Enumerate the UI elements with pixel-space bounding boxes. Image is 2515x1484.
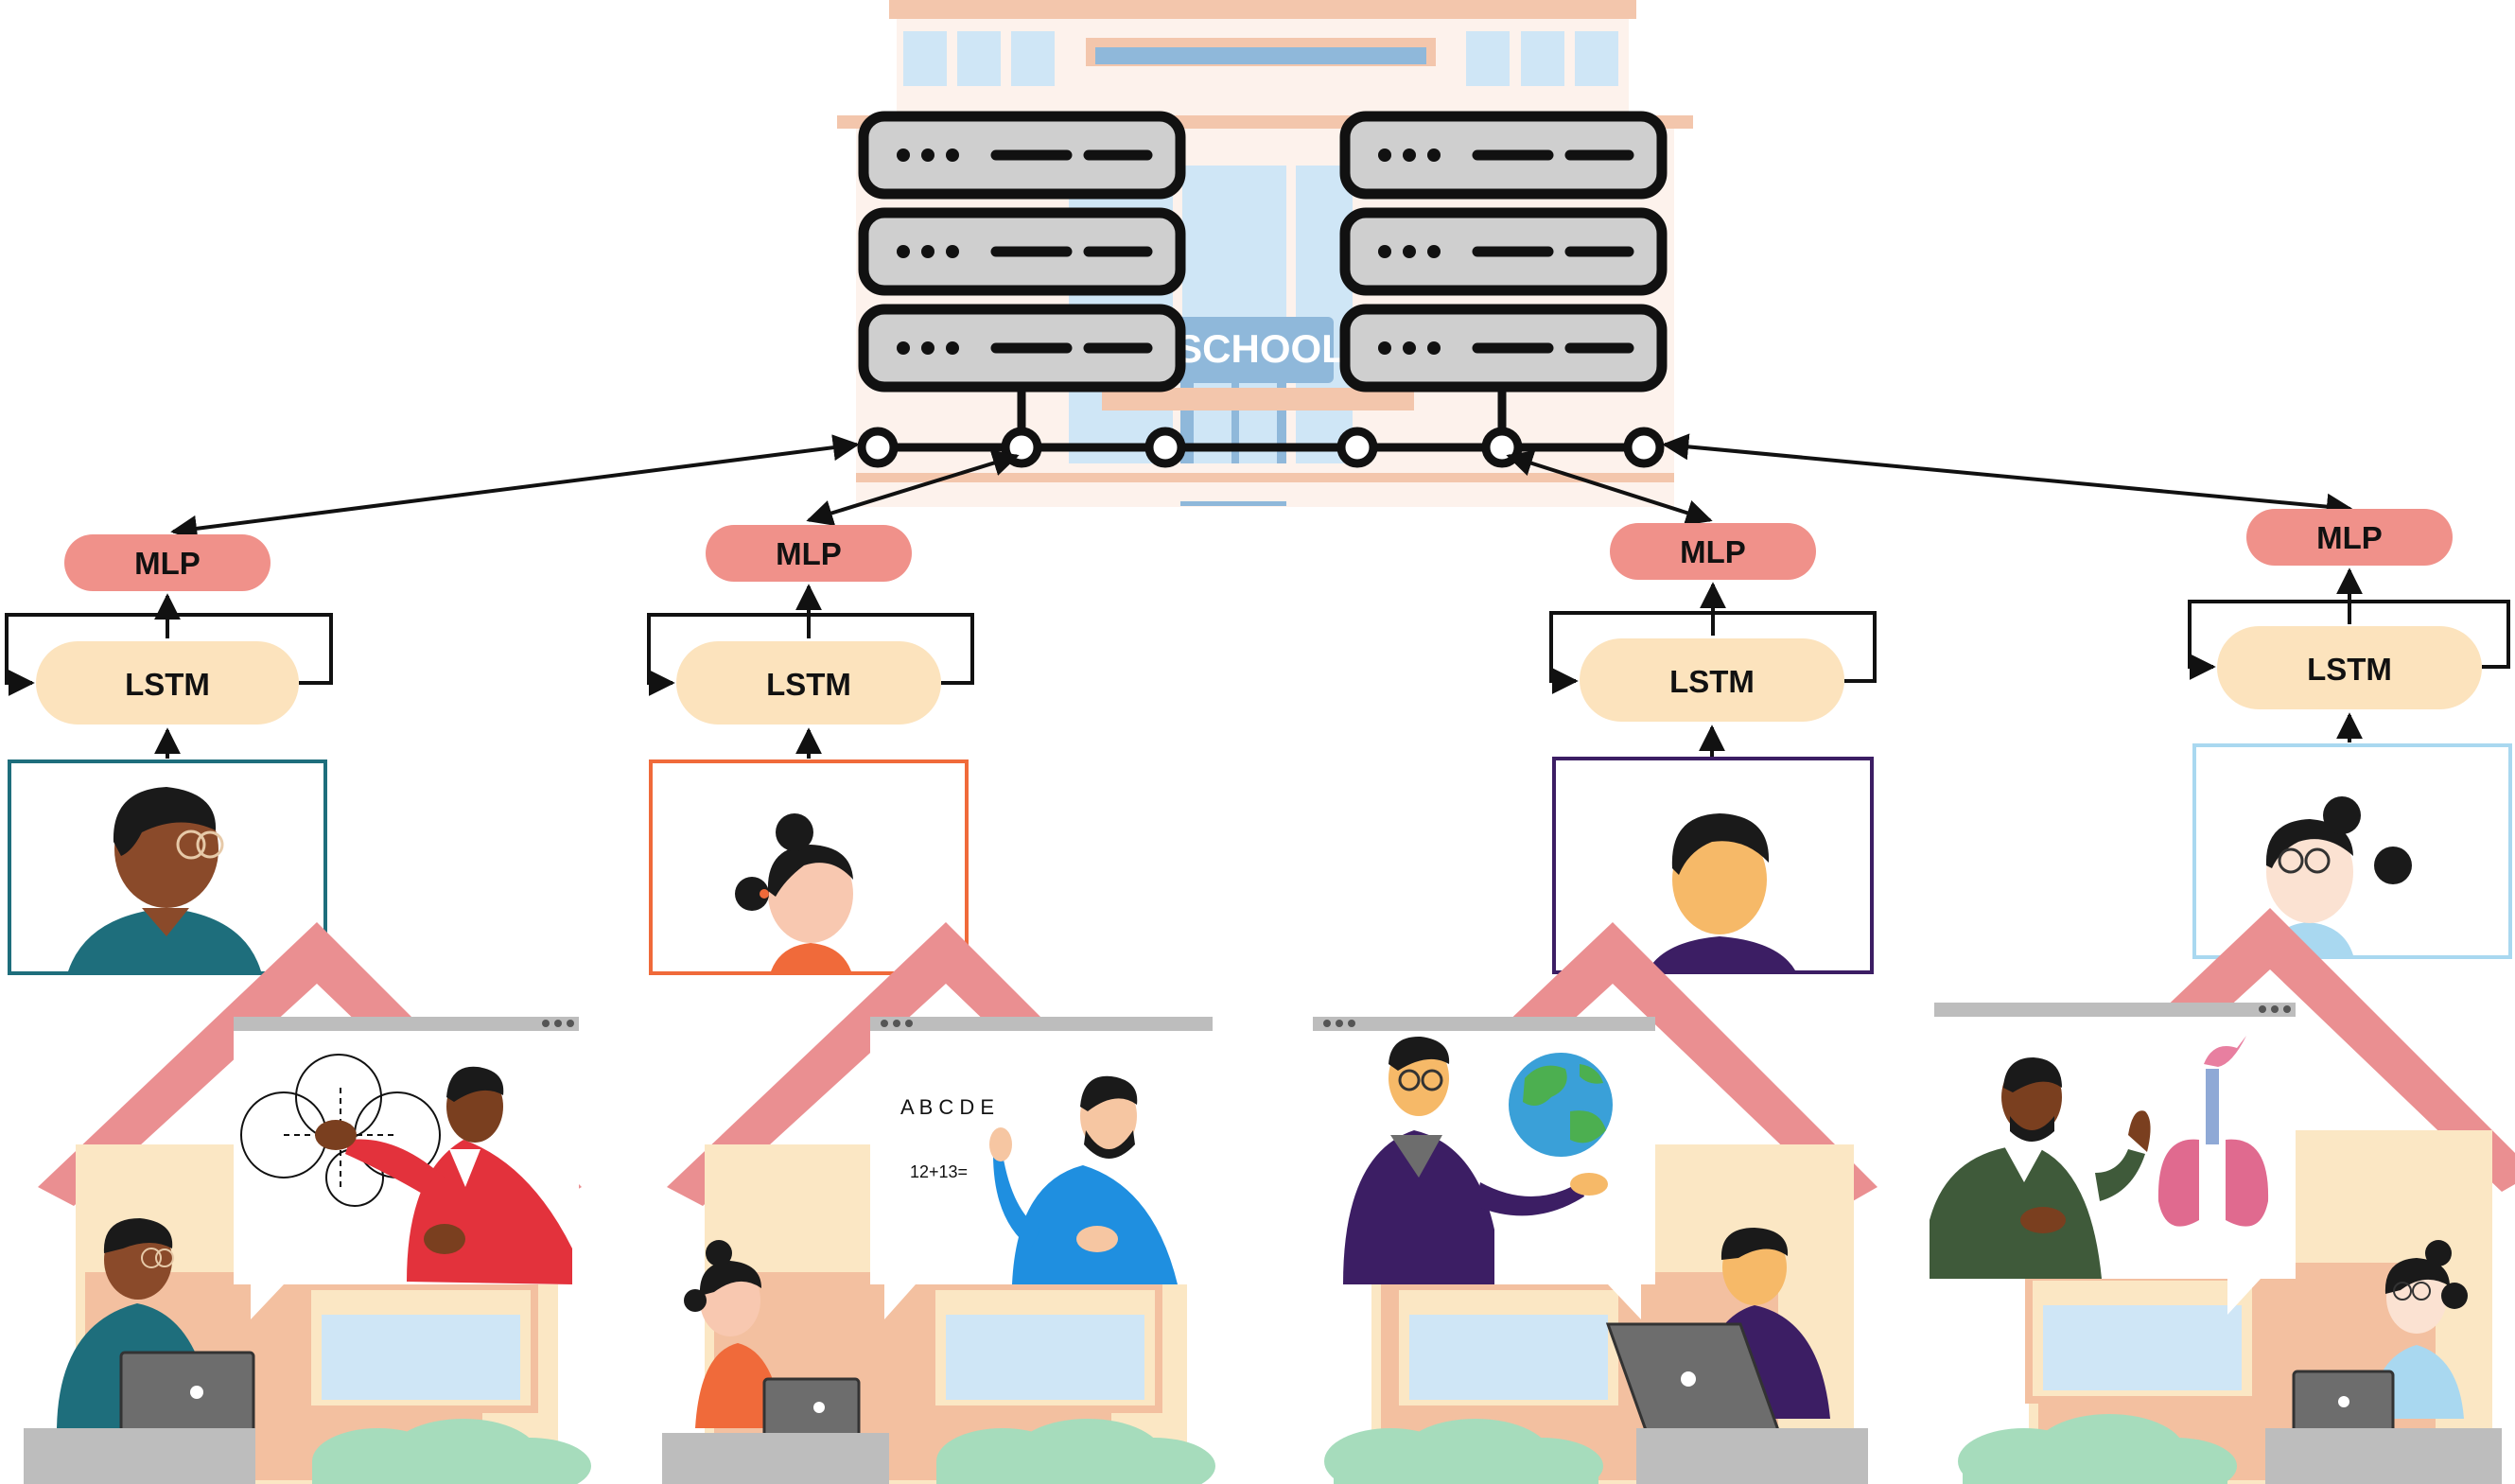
student-icon [684, 1240, 783, 1428]
teacher-icon [1343, 1036, 1608, 1284]
lstm-recurrent-loop [5, 613, 333, 696]
client-4: MLP LSTM [2188, 509, 2512, 959]
laptop-icon [762, 1377, 861, 1440]
client-2: MLP LSTM [647, 525, 974, 975]
laptop-icon [119, 1351, 255, 1437]
lstm-node [2217, 626, 2482, 709]
teacher-icon [1930, 1057, 2151, 1279]
mlp-node [706, 525, 912, 582]
network-node [857, 427, 899, 468]
person-avatar-icon [735, 813, 853, 971]
arrow-server-client-4 [1662, 433, 2353, 520]
person-avatar-icon [1648, 813, 1795, 970]
lungs-icon [2157, 1036, 2269, 1227]
mlp-node [2246, 509, 2453, 566]
lstm-recurrent-loop [2188, 600, 2510, 680]
teacher-icon [315, 1066, 572, 1284]
lstm-node [676, 641, 941, 725]
mlp-node [64, 534, 271, 591]
house-3 [1313, 922, 1878, 1484]
presentation-window [1930, 1003, 2296, 1315]
mlp-label: MLP [776, 536, 842, 571]
board-equation: 12+13= [910, 1162, 968, 1181]
arrow-server-client-1 [170, 434, 860, 542]
desk [2265, 1428, 2502, 1484]
client-1: MLP LSTM [5, 534, 333, 975]
lstm-label: LSTM [125, 667, 210, 702]
network-node [1623, 427, 1665, 468]
presentation-window [1313, 1017, 1655, 1319]
mlp-label: MLP [134, 546, 201, 581]
lstm-recurrent-loop [1549, 611, 1877, 694]
lstm-label: LSTM [766, 667, 851, 702]
mlp-node [1610, 523, 1816, 580]
mlp-label: MLP [1680, 534, 1746, 569]
person-avatar-icon [68, 787, 261, 971]
network-node [1144, 427, 1186, 468]
house-4 [1930, 908, 2515, 1484]
laptop-icon [2292, 1370, 2395, 1434]
server-client-arrows [170, 433, 2353, 542]
desk [1636, 1428, 1868, 1484]
lstm-label: LSTM [1669, 664, 1755, 699]
mlp-label: MLP [2316, 520, 2383, 555]
lstm-node [1580, 638, 1844, 722]
teacher-icon [989, 1075, 1178, 1284]
desk [24, 1428, 255, 1484]
lstm-node [36, 641, 299, 725]
network-node [1336, 427, 1378, 468]
house-1 [24, 922, 591, 1484]
server-rack-right [1345, 116, 1662, 387]
arrow-server-client-2 [806, 450, 1020, 526]
presentation-window [234, 1017, 579, 1319]
house-2: A B C D E 12+13= [662, 922, 1215, 1484]
lstm-label: LSTM [2307, 652, 2392, 687]
presentation-window: A B C D E 12+13= [870, 1017, 1213, 1319]
lstm-recurrent-loop [647, 613, 974, 696]
globe-icon [1509, 1053, 1613, 1157]
client-3: MLP LSTM [1549, 523, 1877, 974]
board-letters: A B C D E [900, 1095, 994, 1119]
server-rack-left [864, 116, 1180, 387]
school-sign: SCHOOL [1176, 326, 1346, 371]
desk [662, 1433, 889, 1484]
